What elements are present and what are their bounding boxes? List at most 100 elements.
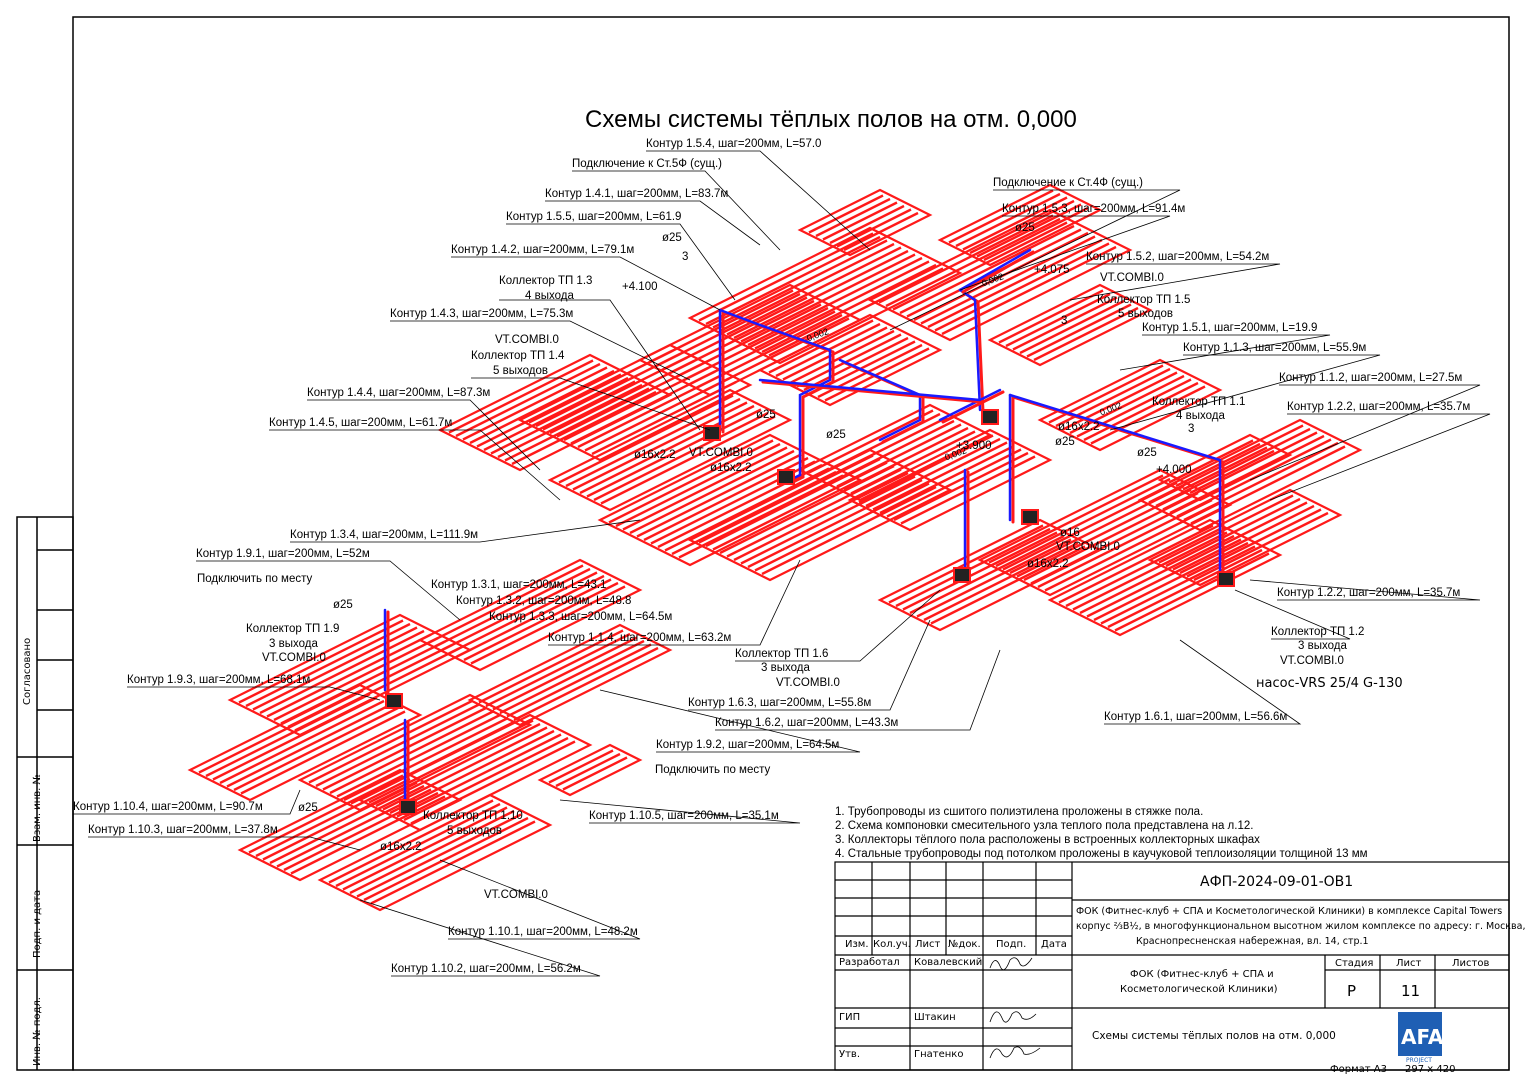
- name-developer: Ковалевский: [914, 957, 983, 968]
- leader-line: [1249, 384, 1481, 481]
- collector-manifold: [1217, 571, 1235, 587]
- page-title: Схемы системы тёплых полов на отм. 0,000: [585, 106, 1077, 133]
- callout-label: ø25: [1137, 447, 1157, 459]
- leader-line: [1069, 263, 1281, 301]
- project-line-2: корпус ⅔В½, в многофункциональном высотн…: [1076, 921, 1526, 932]
- leader-line: [1234, 589, 1351, 640]
- logo: AFA PROJECT: [1398, 1012, 1444, 1064]
- heating-loop: [437, 353, 673, 472]
- leader-line: [439, 859, 641, 940]
- callout-label: Контур 1.4.3, шаг=200мм, L=75.3м: [390, 308, 574, 320]
- callout-label: Коллектор ТП 1.1: [1152, 396, 1246, 408]
- heating-loop: [227, 613, 473, 737]
- supply-pipe: [958, 248, 1032, 292]
- callout-label: 3 выхода: [269, 638, 318, 650]
- leader-line: [548, 559, 801, 646]
- collector-manifold: [1021, 509, 1039, 525]
- supply-pipe: [958, 288, 982, 412]
- callout-label: ø16x2.2: [380, 841, 422, 853]
- leader-line: [290, 519, 641, 543]
- leader-line: [506, 223, 736, 301]
- callout-label: Коллектор ТП 1.2: [1271, 626, 1365, 638]
- callout-label: Контур 1.4.2, шаг=200мм, L=79.1м: [451, 244, 635, 256]
- sheet-value: 11: [1401, 982, 1421, 1000]
- heating-loop: [937, 183, 1103, 267]
- callout-label: VT.COMBI.0: [689, 447, 753, 459]
- callout-label: 5 выходов: [447, 825, 502, 837]
- name-gip: Штакин: [914, 1012, 956, 1023]
- svg-text:AFA: AFA: [1401, 1025, 1444, 1049]
- heating-loop: [547, 388, 793, 512]
- drawing-title: Схемы системы тёплых полов на отм. 0,000: [1092, 1030, 1336, 1042]
- col-izm: Изм.: [845, 939, 869, 950]
- format-label: Формат А3: [1330, 1064, 1387, 1075]
- heating-loop: [537, 743, 643, 797]
- collector-manifold: [777, 469, 795, 485]
- callout-label: 3 выхода: [761, 662, 810, 674]
- callout-label: Коллектор ТП 1.10: [423, 810, 523, 822]
- callout-label: Контур 1.4.5, шаг=200мм, L=61.7м: [269, 417, 453, 429]
- leader-lines: [73, 150, 1491, 977]
- leader-line: [73, 789, 301, 815]
- leader-line: [646, 150, 871, 251]
- callout-label: ø16x2.2: [634, 449, 676, 461]
- callout-label: ø25: [826, 429, 846, 441]
- return-pipe: [801, 350, 835, 479]
- heating-loop: [417, 558, 643, 672]
- col-data: Дата: [1041, 939, 1067, 950]
- note-3: 3. Коллекторы тёплого пола расположены в…: [835, 834, 1260, 846]
- doc-code: АФП-2024-09-01-ОВ1: [1200, 874, 1354, 890]
- role-gip: ГИП: [839, 1012, 861, 1023]
- collectors: [385, 409, 1235, 815]
- callout-label: Контур 1.3.2, шаг=200мм, L=48.8: [456, 595, 632, 607]
- callout-label: Контур 1.5.1, шаг=200мм, L=19.9: [1142, 322, 1318, 334]
- callout-label: Контур 1.3.1, шаг=200мм, L=43.1: [431, 579, 607, 591]
- pump-label: насос-VRS 25/4 G-130: [1256, 676, 1403, 691]
- leader-line: [559, 799, 801, 824]
- sheet-size: 297 х 420: [1405, 1064, 1456, 1075]
- stage-label: Стадия: [1335, 958, 1374, 969]
- leader-line: [1249, 579, 1481, 601]
- return-pipe: [761, 380, 985, 404]
- supply-pipes: [383, 248, 1225, 814]
- callout-label: Контур 1.5.4, шаг=200мм, L=57.0: [646, 138, 822, 150]
- callout-label: VT.COMBI.0: [1280, 655, 1344, 667]
- callout-label: ø25: [333, 599, 353, 611]
- callout-label: ø25: [1055, 436, 1075, 448]
- callout-label: Контур 1.6.2, шаг=200мм, L=43.3м: [715, 717, 899, 729]
- callout-label: 5 выходов: [1118, 308, 1173, 320]
- heating-loop: [1047, 518, 1283, 637]
- heating-loop: [977, 468, 1233, 597]
- callout-label: VT.COMBI.0: [776, 677, 840, 689]
- callout-label: Контур 1.3.4, шаг=200мм, L=111.9м: [290, 529, 479, 541]
- leader-line: [545, 200, 761, 246]
- callout-label: Подключение к Ст.5Ф (сущ.): [572, 158, 722, 170]
- heating-loop: [987, 283, 1153, 367]
- callout-label: +4.000: [1156, 464, 1192, 476]
- return-pipe: [841, 360, 925, 444]
- return-pipe: [941, 390, 1005, 424]
- signatures: [989, 957, 1041, 1059]
- side-inv-original: Инв. № подл.: [32, 997, 43, 1066]
- heating-loop: [237, 768, 463, 882]
- callout-label: VT.COMBI.0: [262, 652, 326, 664]
- leader-line: [471, 377, 711, 431]
- callout-label: ø25: [756, 409, 776, 421]
- col-podp: Подп.: [996, 939, 1027, 950]
- leader-line: [1104, 639, 1302, 725]
- callout-label: Контур 1.1.4, шаг=200мм, L=63.2м: [548, 632, 732, 644]
- project-line-3: Краснопресненская набережная, вл. 14, ст…: [1136, 936, 1369, 947]
- callout-label: 4 выхода: [525, 290, 574, 302]
- leader-line: [599, 689, 861, 753]
- heating-loop: [597, 433, 863, 567]
- title-block-grid: [834, 861, 1510, 1071]
- leader-line: [735, 589, 941, 662]
- collector-manifold: [399, 799, 417, 815]
- callout-label: Подключить по месту: [197, 573, 313, 585]
- leader-line: [390, 320, 691, 381]
- callout-label: 4 выхода: [1176, 410, 1225, 422]
- callout-label: Контур 1.9.2, шаг=200мм, L=64.5м: [656, 739, 840, 751]
- leader-line: [1109, 354, 1381, 431]
- heating-loop: [187, 683, 423, 802]
- heating-loop: [1037, 358, 1223, 452]
